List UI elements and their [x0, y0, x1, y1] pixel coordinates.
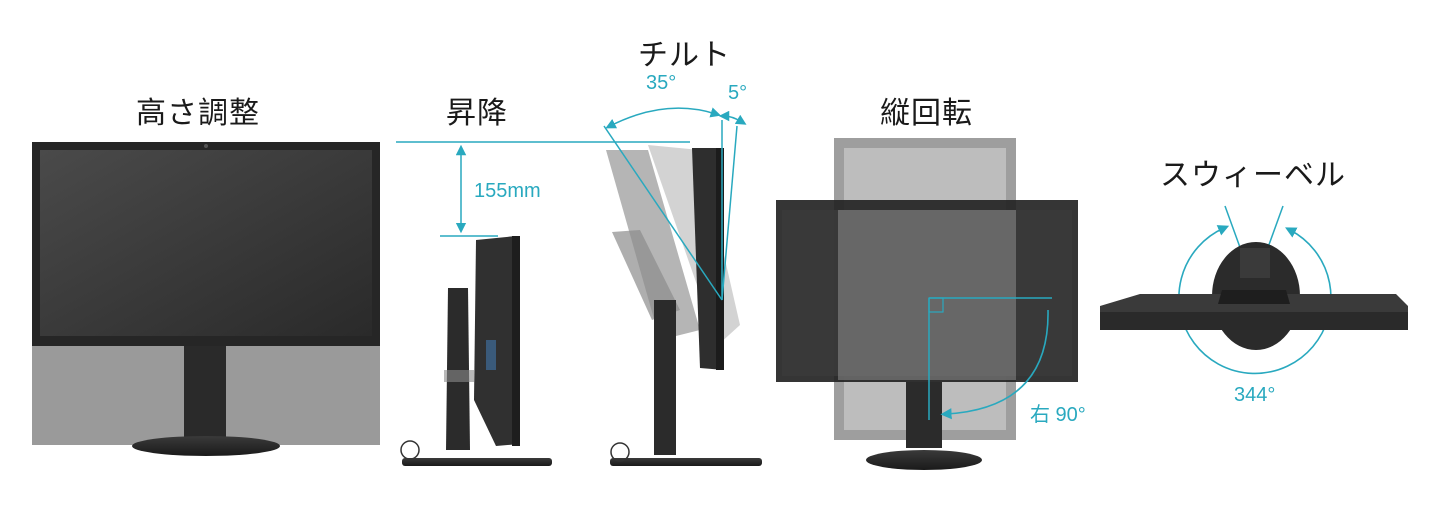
tilt-diagram	[603, 107, 762, 466]
swivel-value: 344°	[1234, 384, 1276, 406]
tilt-fwd-angle: 5°	[728, 82, 748, 104]
tilt-fwd-arrow	[718, 110, 747, 125]
height-stand-base	[132, 436, 280, 456]
height-title: 高さ調整	[136, 96, 260, 131]
lift-title: 昇降	[446, 96, 508, 131]
swivel-diagram	[1100, 205, 1408, 375]
pivot-diagram	[776, 138, 1078, 470]
swivel-title: スウィーベル	[1160, 158, 1346, 193]
tilt-title: チルト	[638, 38, 731, 73]
lift-diagram	[396, 141, 690, 466]
height-stand-neck	[184, 346, 226, 442]
tilt-back-angle: 35°	[646, 72, 677, 94]
pivot-value: 右 90°	[1030, 404, 1086, 426]
swivel-arrow-icon	[1178, 225, 1332, 375]
rotation-arrow-icon	[940, 309, 1049, 420]
pivot-title: 縦回転	[880, 96, 973, 131]
height-monitor-screen	[40, 150, 372, 336]
lift-value: 155mm	[474, 180, 541, 202]
height-monitor	[32, 142, 380, 456]
tilt-back-arrow	[605, 107, 722, 129]
